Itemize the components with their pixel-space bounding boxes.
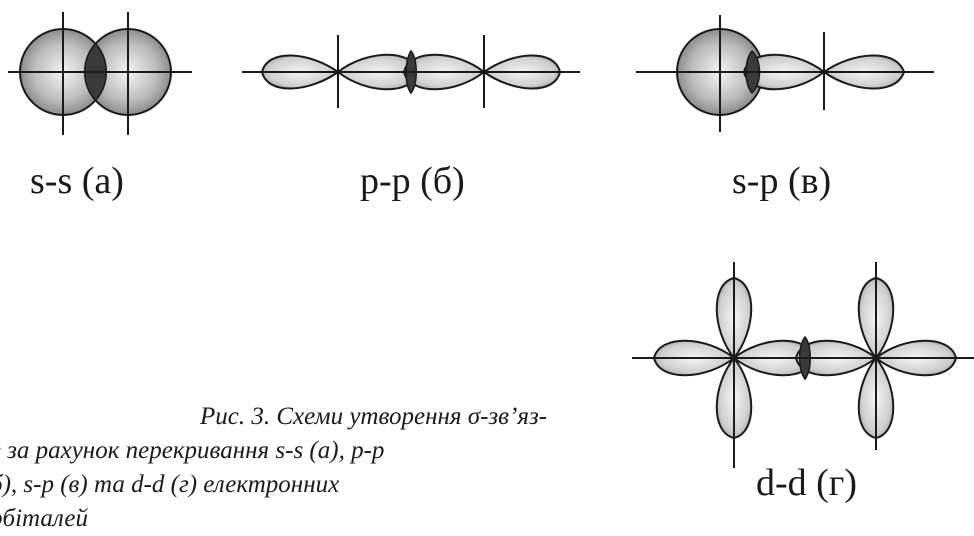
ss-overlap-figure	[8, 12, 192, 135]
caption-line-2: в за рахунок перекривання s-s (а), p-p	[0, 437, 385, 464]
label-sp: s-p (в)	[732, 160, 832, 202]
caption-line-3: б), s-p (в) та d-d (г) електронних	[0, 471, 340, 498]
caption-line-1: Рис. 3. Схеми утворення σ-зв’яз-	[200, 403, 548, 430]
sp-overlap-figure	[636, 15, 934, 132]
label-pp: p-p (б)	[360, 160, 465, 202]
label-ss: s-s (а)	[30, 160, 124, 202]
label-dd: d-d (г)	[756, 462, 858, 504]
dd-overlap-figure	[632, 262, 974, 468]
figure-caption: Рис. 3. Схеми утворення σ-зв’яз- в за ра…	[0, 400, 548, 536]
orbital-overlap-diagram	[8, 12, 974, 468]
pp-overlap-figure	[242, 35, 580, 108]
caption-line-4: рбіталей	[0, 505, 88, 532]
